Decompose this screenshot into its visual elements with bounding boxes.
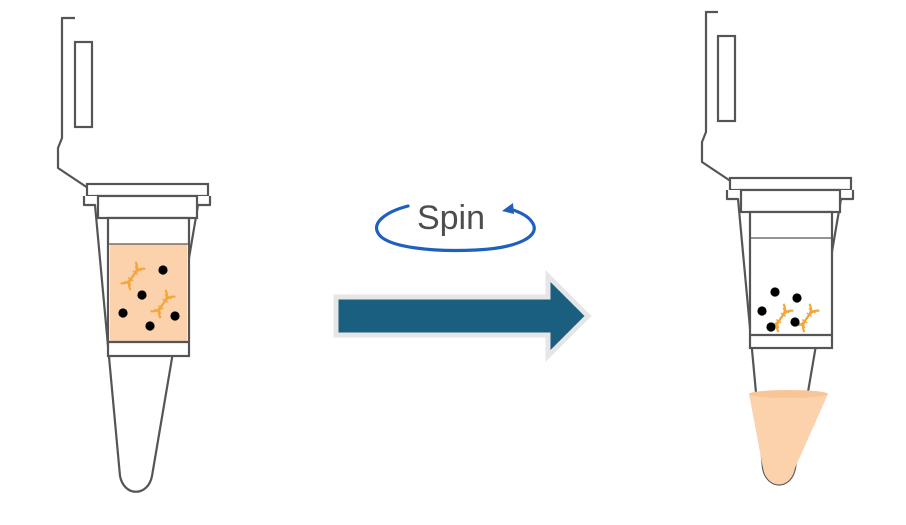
tube-rim <box>728 176 853 192</box>
tube-before-spin <box>56 16 212 493</box>
bead <box>790 317 800 327</box>
tube-rim <box>85 182 210 198</box>
tube-lid-tab <box>73 40 94 129</box>
bead <box>158 265 168 275</box>
bead <box>118 308 128 318</box>
bead <box>757 306 767 316</box>
bead <box>145 321 155 331</box>
liquid-surface <box>749 390 828 398</box>
process-arrow <box>333 269 592 363</box>
spin-ellipse-icon <box>375 204 536 253</box>
spin-column <box>748 210 834 350</box>
spin-column-collar <box>739 188 842 214</box>
tube-lid <box>56 16 89 189</box>
spin-arrowhead-icon <box>502 203 514 214</box>
eluted-liquid <box>749 394 828 485</box>
bead <box>792 293 802 303</box>
tube-after-spin <box>700 10 855 486</box>
bead <box>170 311 180 321</box>
spin-indicator: Spin <box>375 199 536 253</box>
bead <box>137 290 147 300</box>
spin-column-collar <box>96 194 199 220</box>
bead <box>766 322 776 332</box>
tube-lid <box>700 10 733 183</box>
bead <box>770 287 780 297</box>
spin-label: Spin <box>417 199 485 237</box>
tube-lid-tab <box>716 34 737 123</box>
